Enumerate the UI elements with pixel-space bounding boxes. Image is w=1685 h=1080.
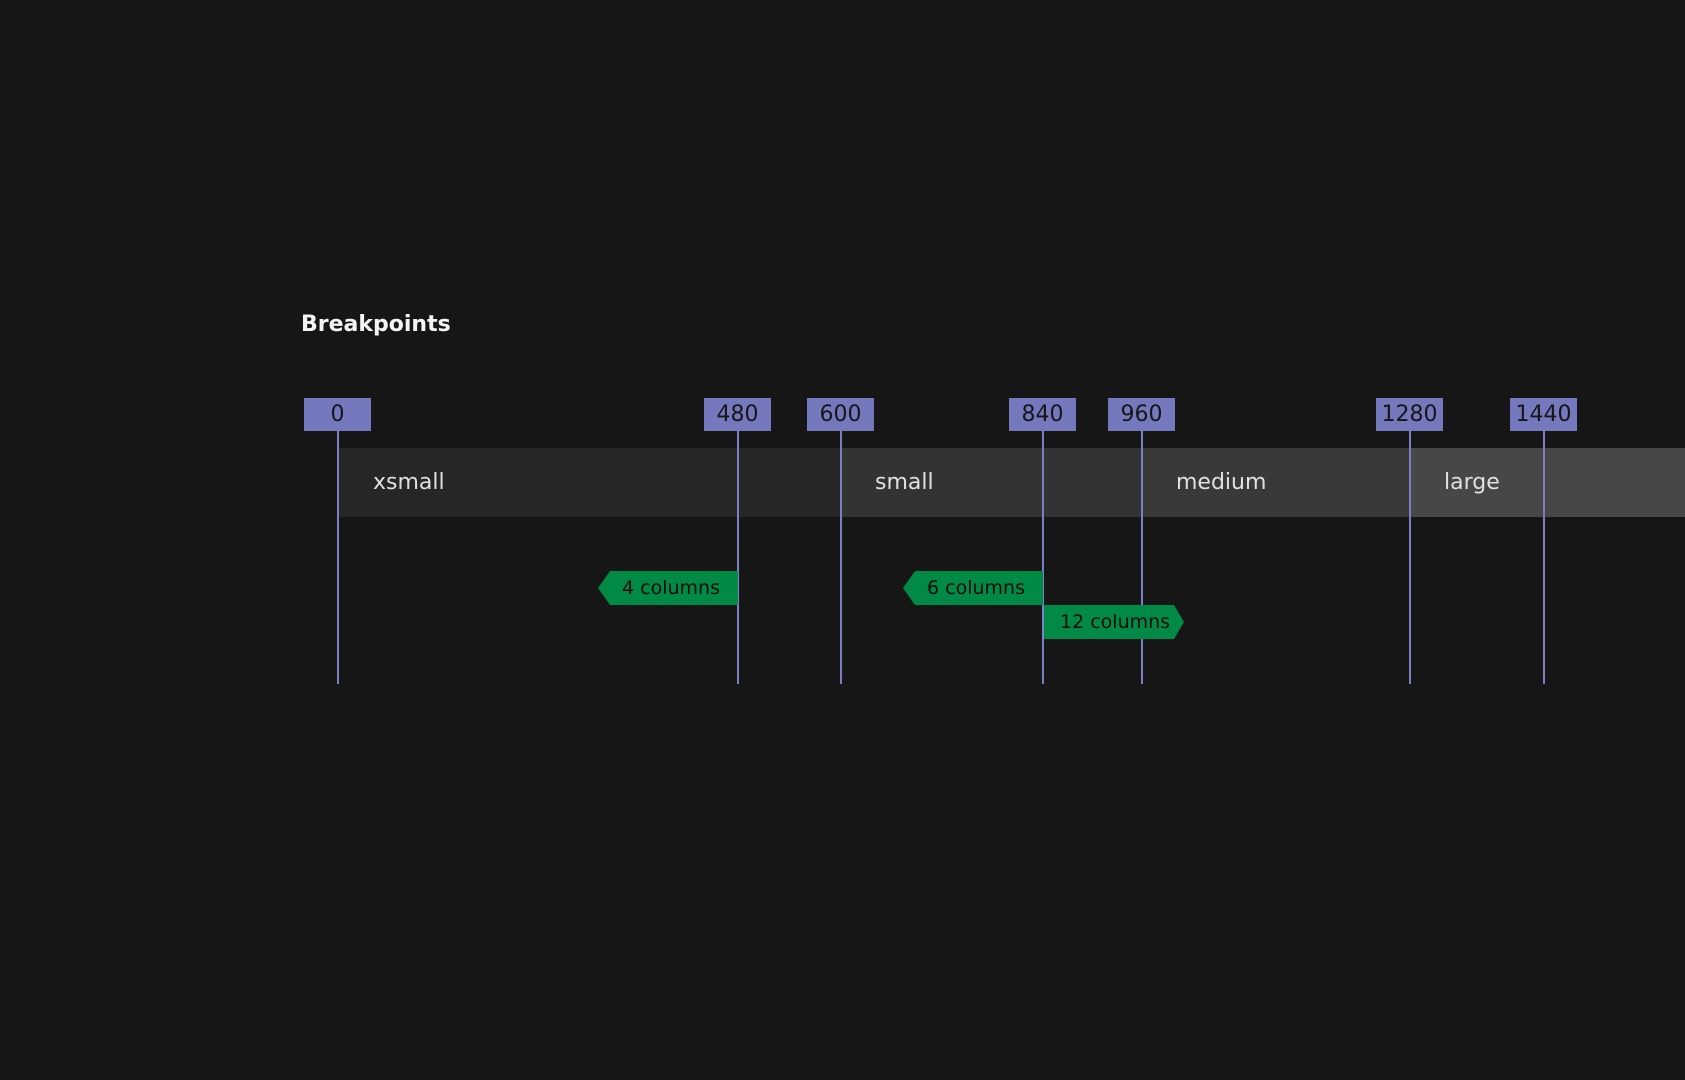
range-band-small: small (841, 448, 1142, 517)
range-band-medium: medium (1142, 448, 1410, 517)
breakpoint-tag-1280: 1280 (1376, 398, 1443, 431)
column-tag-4-columns: 4 columns (598, 571, 738, 605)
diagram-title: Breakpoints (301, 312, 451, 337)
column-tag-6-columns: 6 columns (903, 571, 1043, 605)
range-label-xsmall: xsmall (373, 470, 445, 495)
breakpoint-tag-960: 960 (1108, 398, 1175, 431)
column-tag-12-columns: 12 columns (1044, 605, 1184, 639)
range-label-small: small (875, 470, 934, 495)
breakpoint-line-600 (840, 430, 842, 684)
breakpoint-line-1440 (1543, 430, 1545, 684)
range-band-xsmall: xsmall (339, 448, 841, 517)
breakpoint-tag-600: 600 (807, 398, 874, 431)
breakpoint-line-840 (1042, 430, 1044, 684)
breakpoint-line-0 (337, 430, 339, 684)
breakpoint-tag-480: 480 (704, 398, 771, 431)
range-label-medium: medium (1176, 470, 1267, 495)
breakpoint-tag-0: 0 (304, 398, 371, 431)
breakpoint-tag-840: 840 (1009, 398, 1076, 431)
range-label-large: large (1444, 470, 1500, 495)
breakpoint-line-480 (737, 430, 739, 684)
range-band-large: large (1410, 448, 1685, 517)
breakpoint-line-960 (1141, 430, 1143, 684)
breakpoint-tag-1440: 1440 (1510, 398, 1577, 431)
breakpoint-line-1280 (1409, 430, 1411, 684)
